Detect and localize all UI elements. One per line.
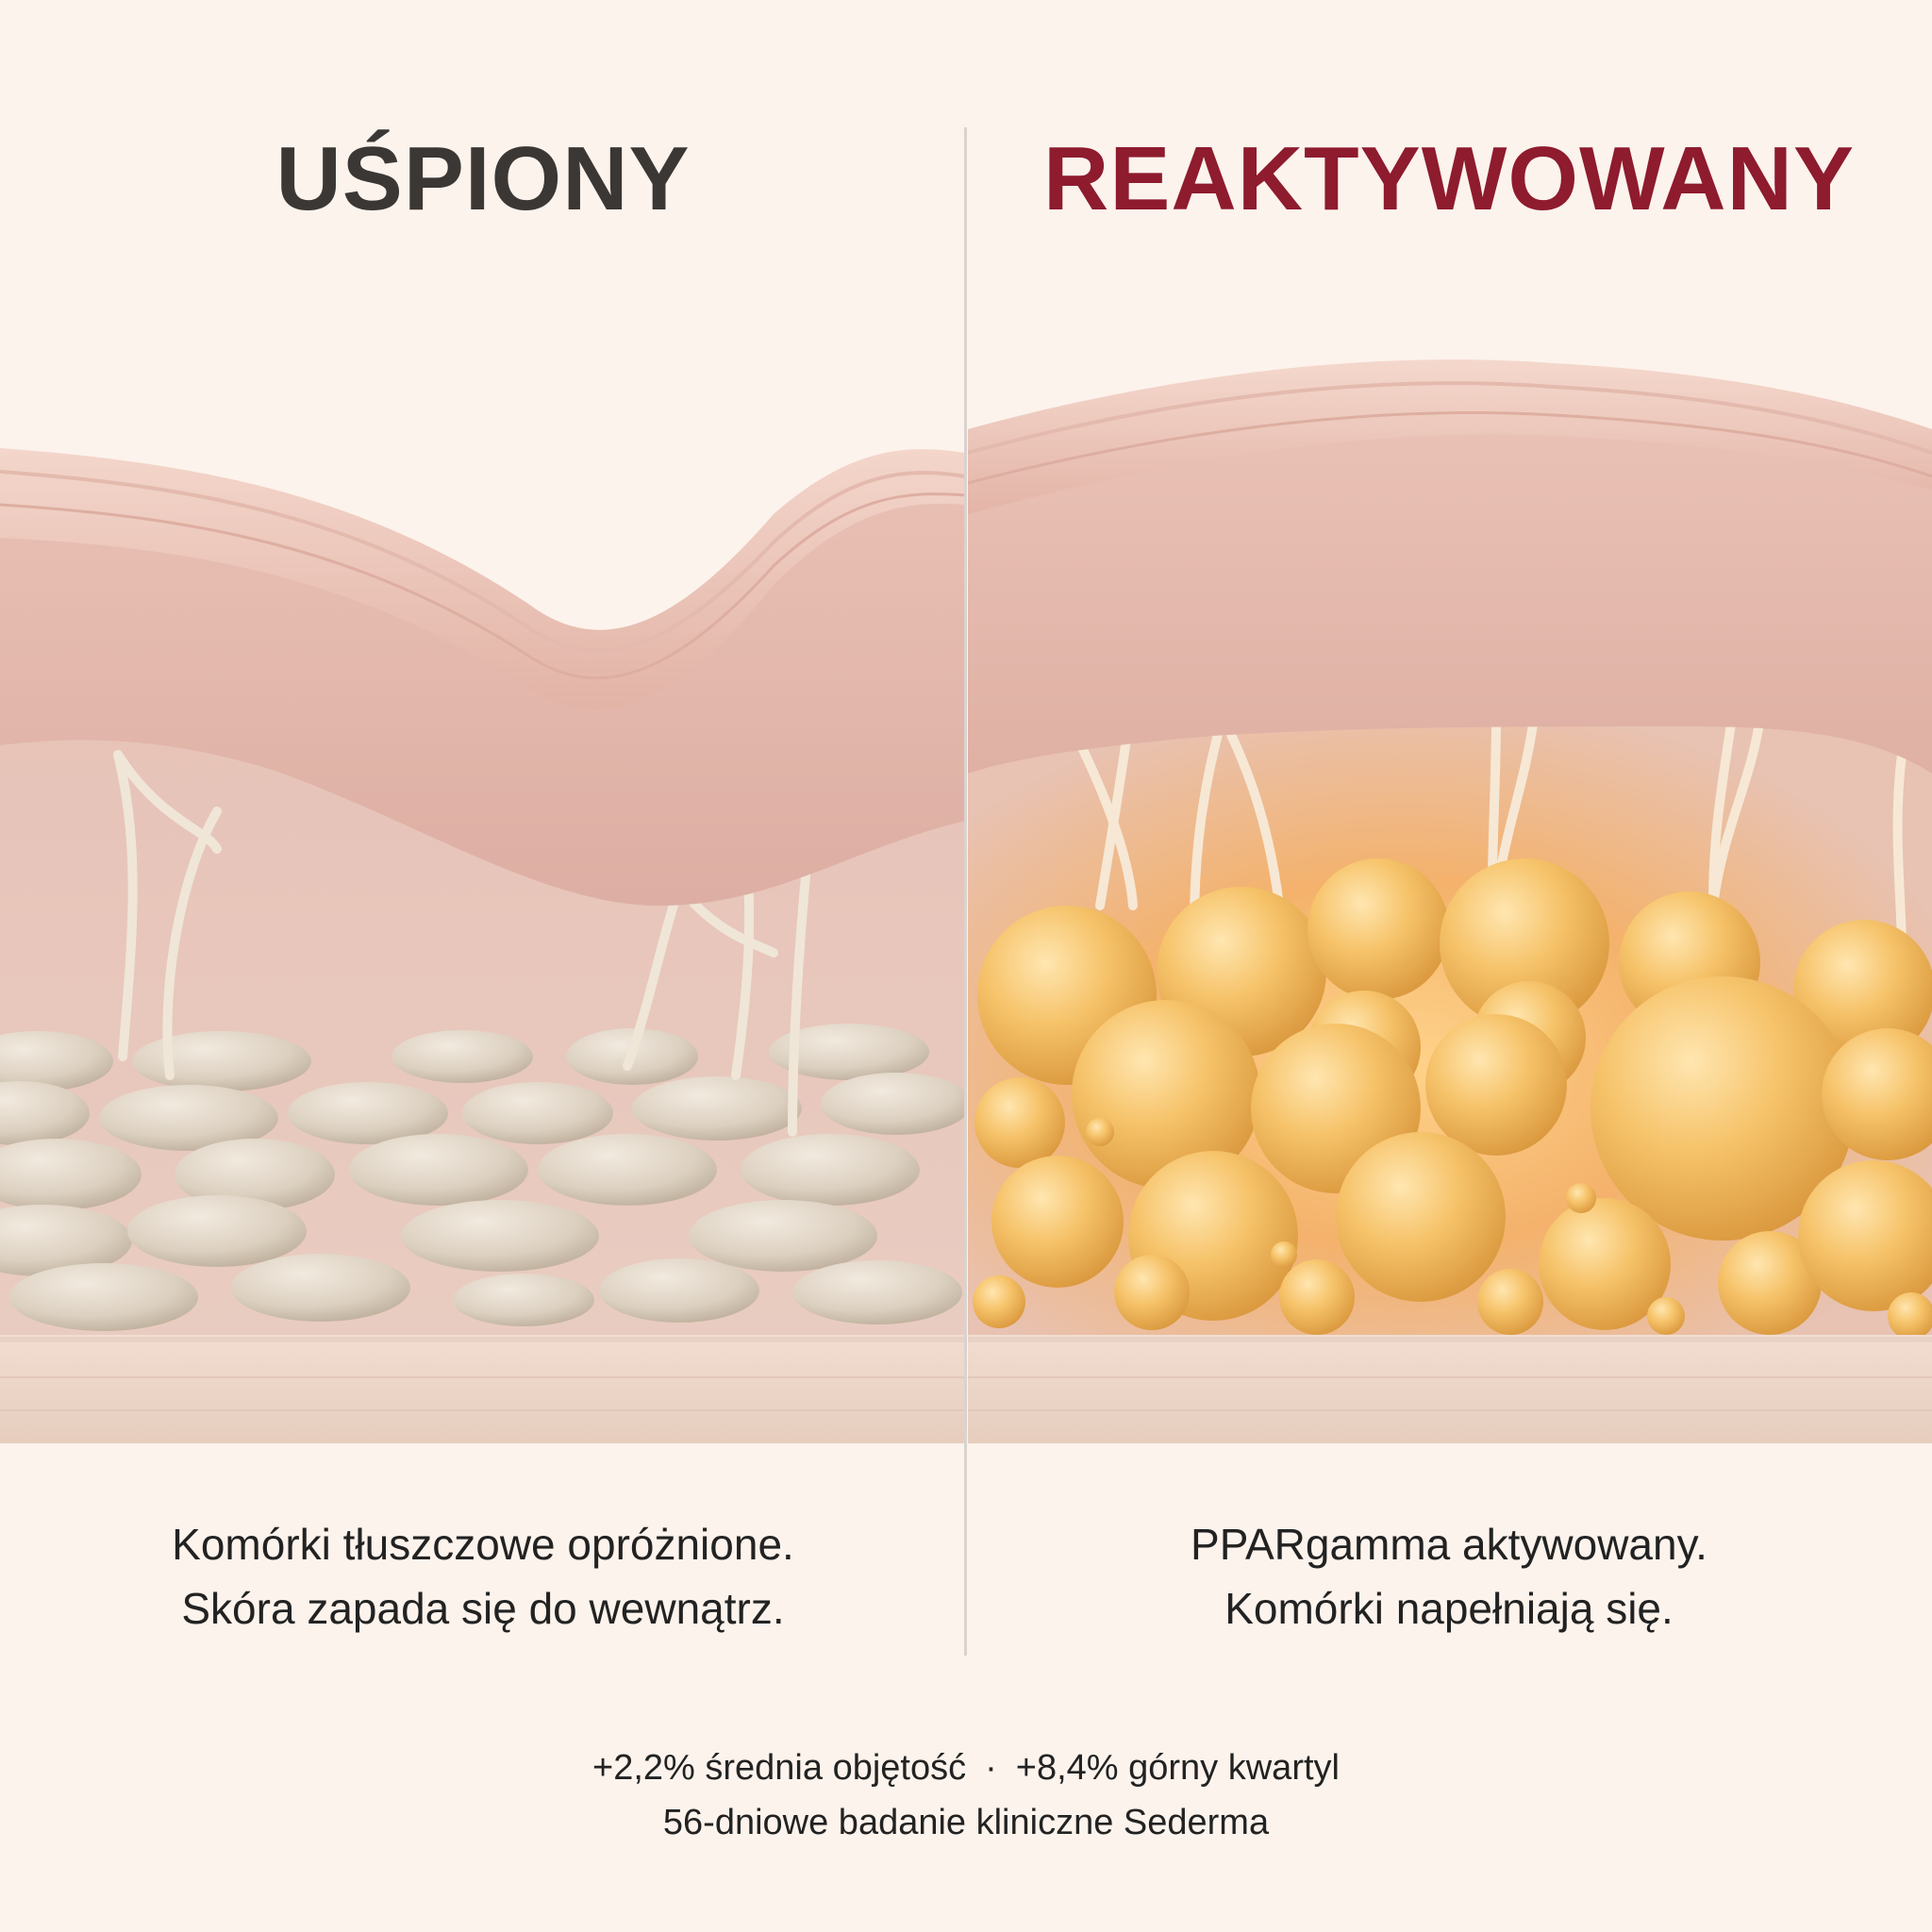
reactivated-caption-line-2: Komórki napełniają się. [1224,1584,1674,1633]
dormant-epidermis [0,448,965,709]
dormant-caption-line-2: Skóra zapada się do wewnątrz. [181,1584,785,1633]
dormant-title: UŚPIONY [275,128,691,229]
footer-stats-line: +2,2% średnia objętość · +8,4% górny kwart… [0,1740,1932,1795]
reactivated-skin-illustration [968,359,1932,1443]
reactivated-fat-cells [973,858,1932,1340]
stat-separator: · [985,1748,997,1788]
reactivated-dermis [968,413,1932,774]
dormant-base-layer [0,1335,965,1443]
dormant-dermis [0,476,965,906]
stat-mean-volume: +2,2% średnia objętość [592,1748,967,1788]
dormant-fat-cells [0,1024,965,1331]
reactivated-title: REAKTYWOWANY [1043,128,1855,229]
panel-divider [964,127,967,1656]
reactivated-base-layer [968,1335,1932,1443]
dormant-skin-illustration [0,448,965,1443]
footer-study-line: 56-dniowe badanie kliniczne Sederma [662,1803,1270,1842]
dormant-caption: Komórki tłuszczowe opróżnione. Skóra zap… [0,1512,966,1641]
reactivated-caption-line-1: PPARgamma aktywowany. [1191,1520,1707,1569]
reactivated-caption: PPARgamma aktywowany. Komórki napełniają… [966,1512,1932,1641]
stat-upper-quartile: +8,4% górny kwartyl [1015,1748,1340,1788]
study-footer: +2,2% średnia objętość · +8,4% górny kwart… [0,1740,1932,1850]
dormant-caption-line-1: Komórki tłuszczowe opróżnione. [172,1520,794,1569]
